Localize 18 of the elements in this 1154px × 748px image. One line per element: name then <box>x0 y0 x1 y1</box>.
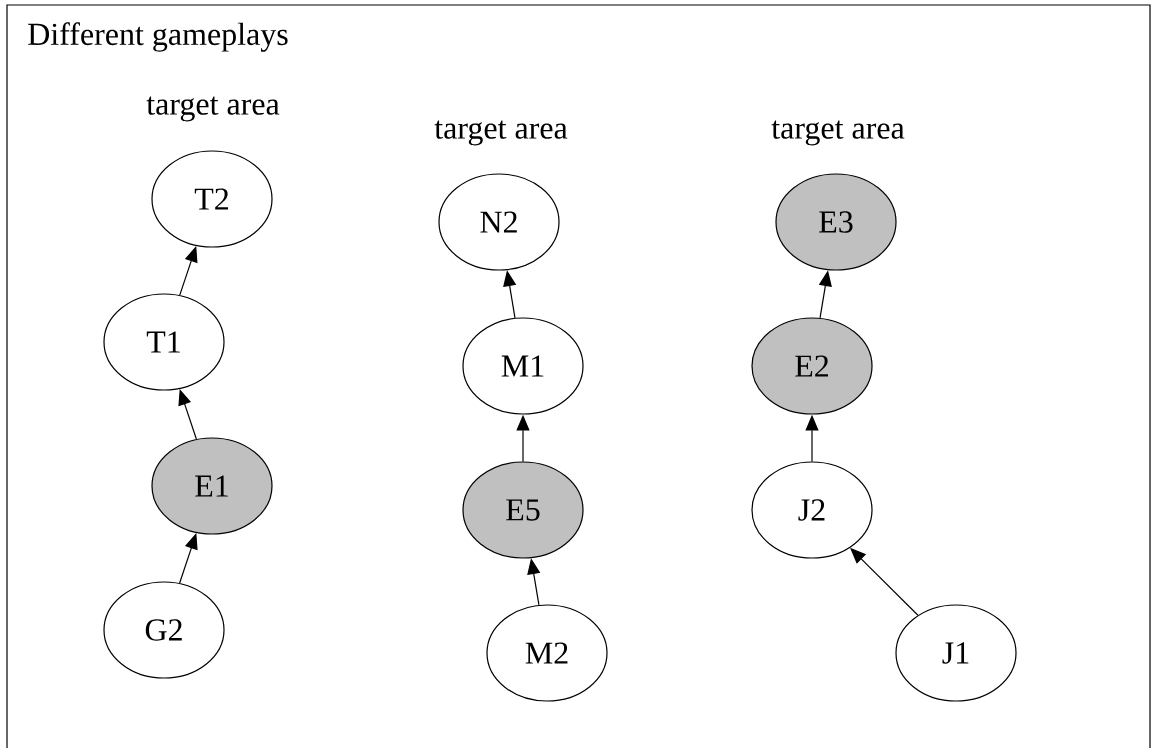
title: Different gameplays <box>28 22 288 52</box>
ellipse-node: G2 <box>103 581 225 679</box>
ellipse-node: T2 <box>151 150 273 248</box>
ellipse-node: E3 <box>775 173 897 271</box>
ellipse-node: E2 <box>751 317 873 415</box>
ellipse-node: N2 <box>438 173 560 271</box>
arrow <box>179 533 198 584</box>
ellipse-node: M1 <box>462 317 584 415</box>
ellipse-node: T1 <box>103 293 225 391</box>
ellipse-node: E5 <box>462 461 584 559</box>
ellipse-node: J1 <box>895 604 1017 702</box>
ellipse-node: M2 <box>486 604 608 702</box>
area-label: target area <box>146 96 280 122</box>
arrow <box>178 389 197 440</box>
ellipse-node: J2 <box>751 461 873 559</box>
area-label: target area <box>771 120 905 146</box>
area-label: target area <box>434 120 568 146</box>
ellipse-node: E1 <box>151 437 273 535</box>
